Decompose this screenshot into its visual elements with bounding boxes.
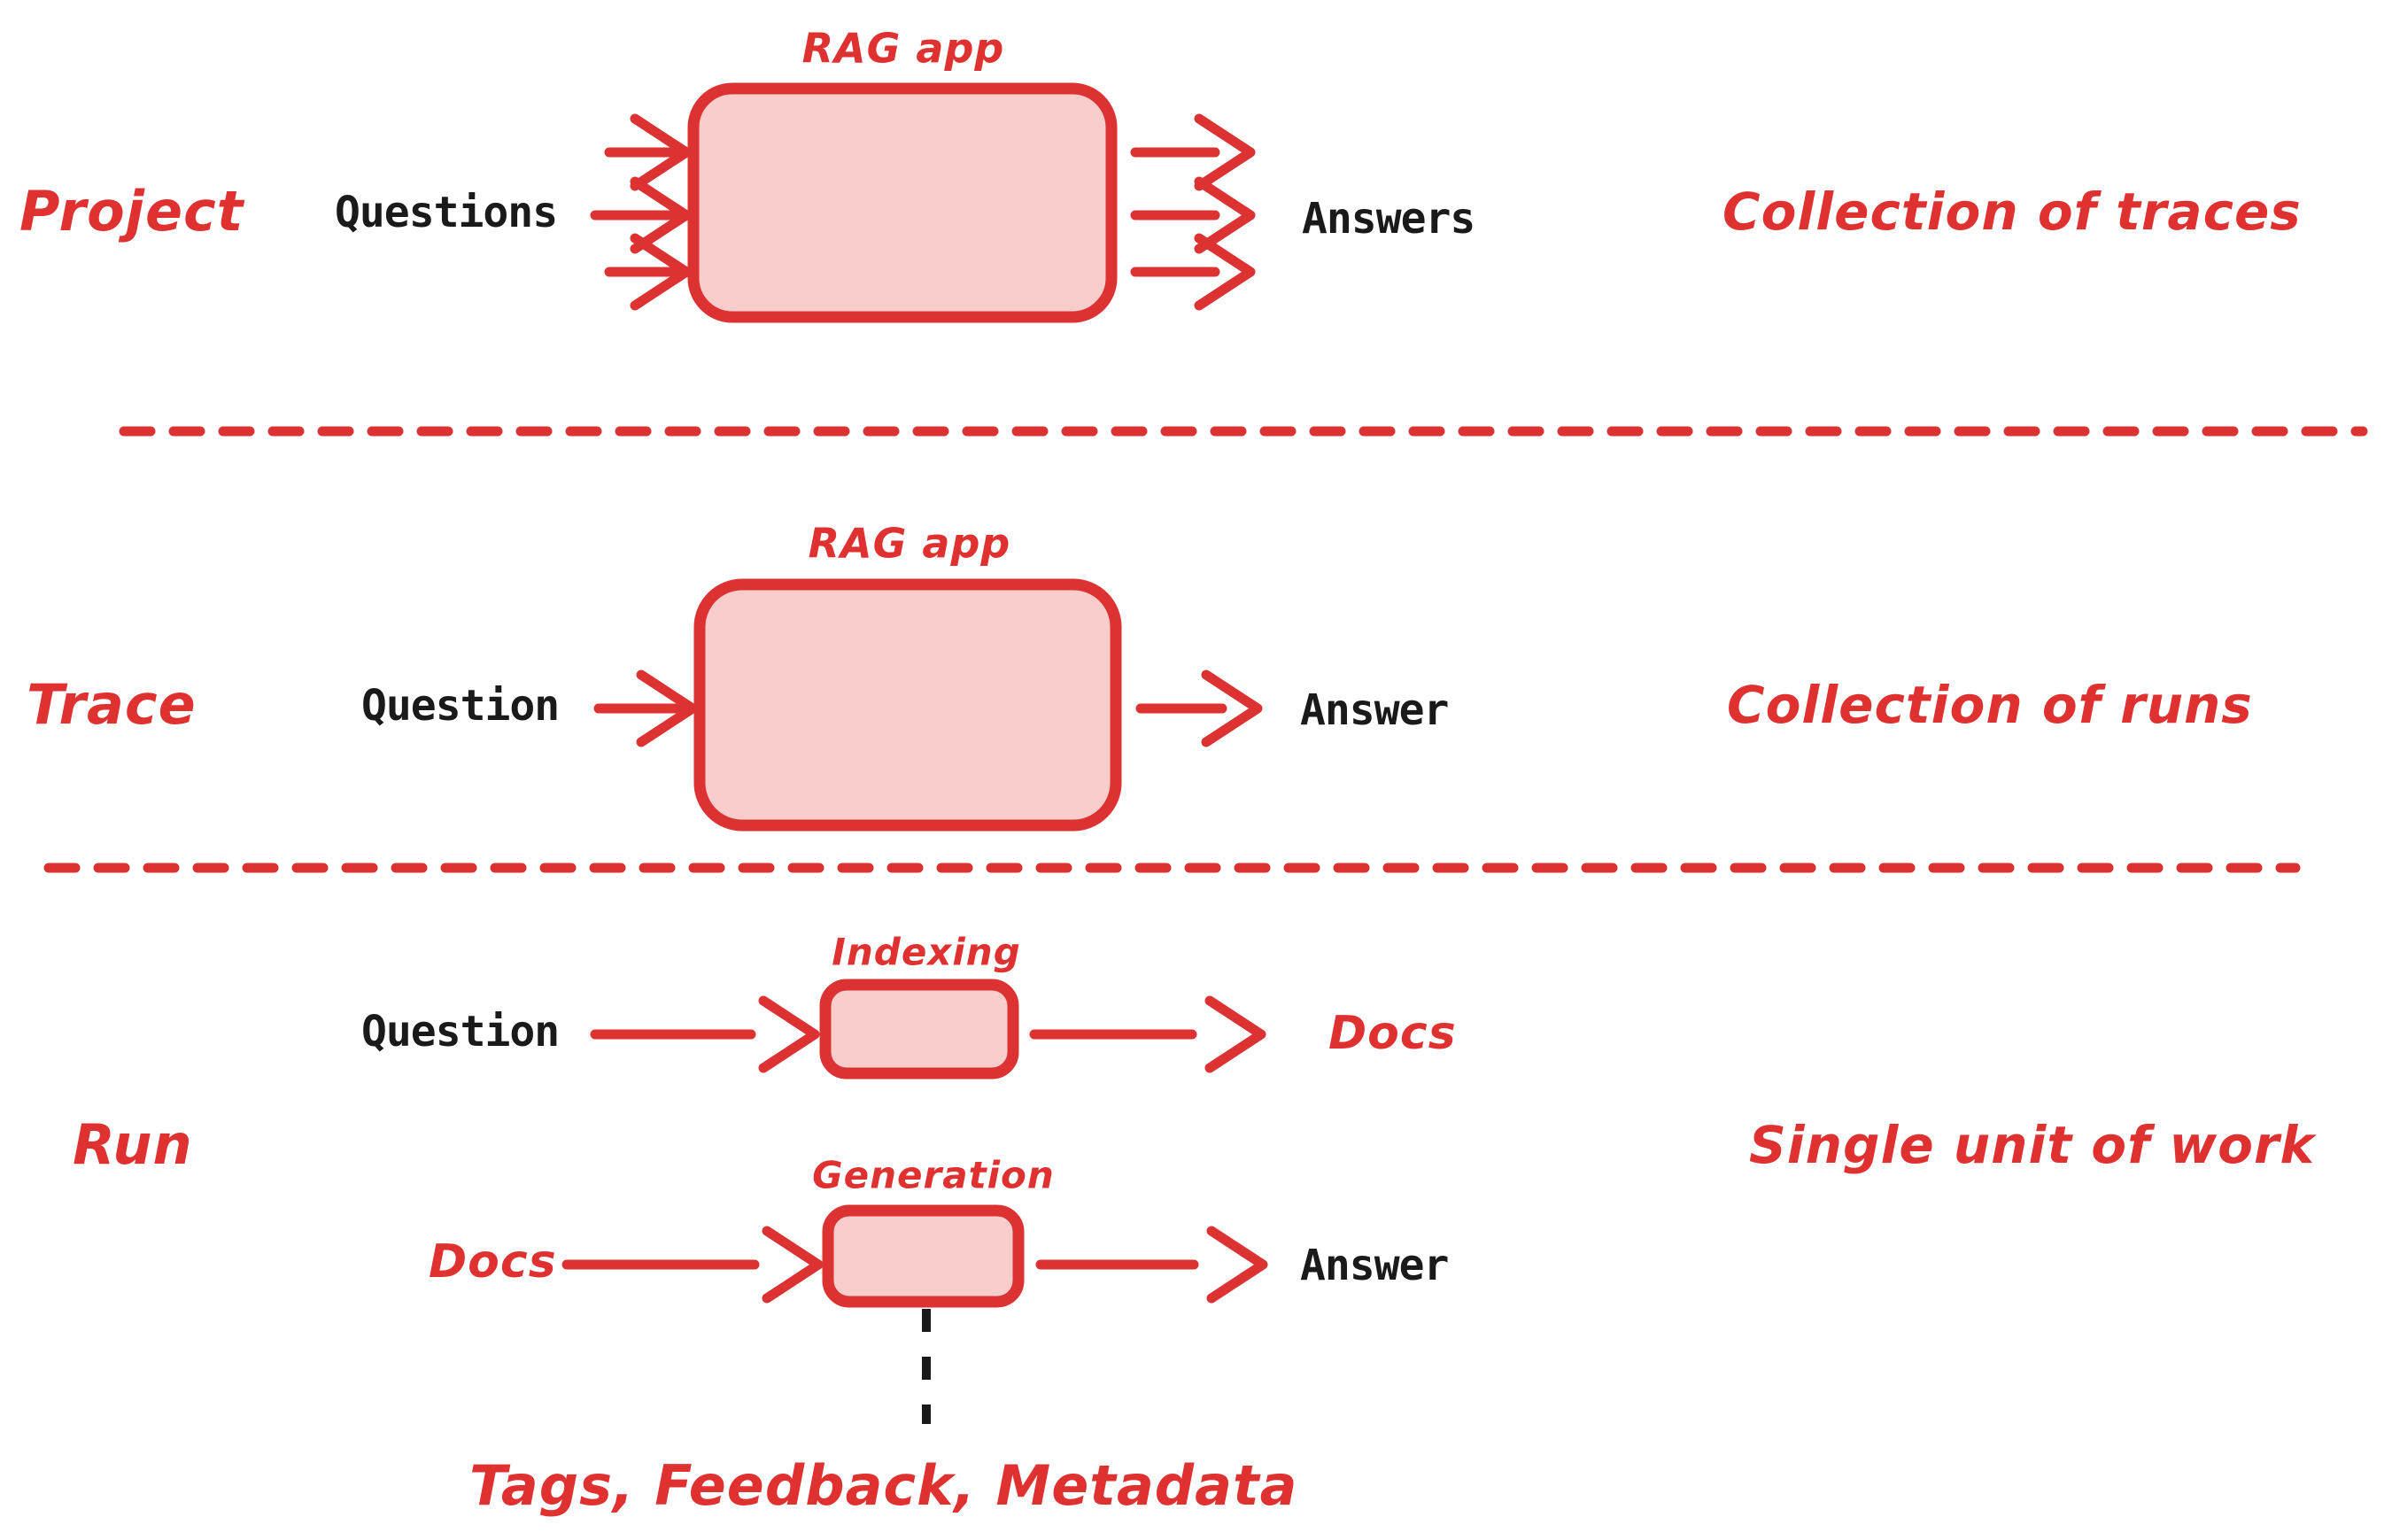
- section-trace: Trace Question RAG app Answer Collection…: [27, 520, 2253, 832]
- indexing-box-label: Indexing: [832, 931, 1021, 974]
- trace-input-arrow: [593, 675, 693, 742]
- project-output-label: Answers: [1302, 194, 1475, 244]
- generation-input-label: Docs: [429, 1235, 557, 1288]
- section-label-trace: Trace: [27, 672, 197, 737]
- indexing-output-arrow: [1029, 1001, 1261, 1068]
- project-output-arrows: [1130, 119, 1250, 306]
- project-rag-app-box: [687, 82, 1118, 323]
- generation-box: [822, 1204, 1025, 1308]
- project-description: Collection of traces: [1722, 182, 2302, 242]
- generation-output-label: Answer: [1300, 1241, 1448, 1290]
- trace-description: Collection of runs: [1727, 675, 2253, 735]
- generation-output-arrow: [1035, 1231, 1263, 1298]
- trace-output-label: Answer: [1300, 685, 1448, 735]
- run-row-generation: Docs Generation Answer Tags, Feedback, M…: [429, 1154, 1449, 1519]
- section-run: Run Single unit of work Question Indexin…: [73, 931, 2318, 1519]
- project-box-label: RAG app: [802, 25, 1005, 73]
- generation-input-arrow: [561, 1231, 818, 1298]
- generation-box-label: Generation: [812, 1154, 1055, 1197]
- run-description: Single unit of work: [1749, 1115, 2318, 1175]
- run-row-indexing: Question Indexing Docs: [361, 931, 1457, 1080]
- run-metadata-annotation: Tags, Feedback, Metadata: [469, 1453, 1297, 1518]
- trace-rag-app-box: [693, 578, 1122, 832]
- project-input-label: Questions: [335, 188, 557, 237]
- section-project: Project Questions RAG app: [19, 25, 2302, 323]
- section-label-project: Project: [19, 179, 245, 244]
- trace-box-label: RAG app: [809, 520, 1011, 568]
- project-input-arrows: [590, 119, 686, 306]
- trace-output-arrow: [1135, 675, 1258, 742]
- indexing-output-label: Docs: [1328, 1007, 1457, 1060]
- section-label-run: Run: [73, 1112, 193, 1177]
- trace-input-label: Question: [361, 681, 559, 731]
- indexing-input-label: Question: [361, 1007, 559, 1056]
- indexing-box: [819, 979, 1019, 1080]
- indexing-input-arrow: [590, 1001, 815, 1068]
